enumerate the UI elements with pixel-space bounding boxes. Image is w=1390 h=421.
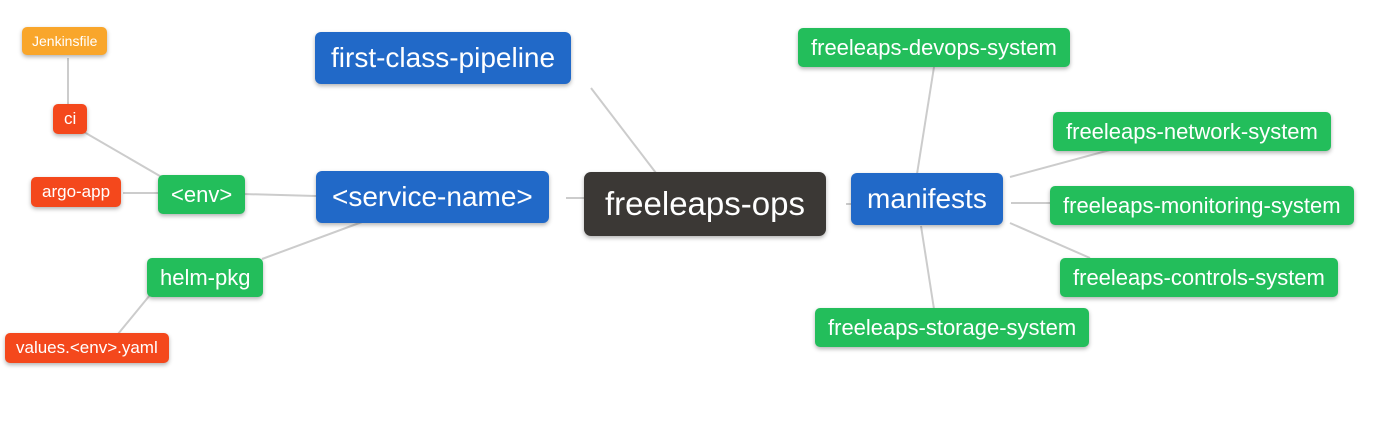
node-values-env-yaml[interactable]: values.<env>.yaml xyxy=(5,333,169,363)
edge-devops-manifests xyxy=(916,66,935,175)
edge-env-servicename xyxy=(242,193,317,197)
node-jenkinsfile[interactable]: Jenkinsfile xyxy=(22,27,108,56)
node-env[interactable]: <env> xyxy=(158,175,246,215)
edge-manifests-network xyxy=(1009,149,1111,178)
edge-manifests-storage xyxy=(920,225,935,310)
edge-pipeline-ops xyxy=(590,87,657,174)
node-ci[interactable]: ci xyxy=(53,104,88,134)
node-devops-system[interactable]: freeleaps-devops-system xyxy=(798,28,1070,68)
node-controls-system[interactable]: freeleaps-controls-system xyxy=(1060,258,1338,298)
node-argo-app[interactable]: argo-app xyxy=(31,177,122,207)
edge-helmpkg-values xyxy=(117,294,151,335)
node-storage-system[interactable]: freeleaps-storage-system xyxy=(815,308,1090,348)
edge-helmpkg-servicename xyxy=(261,221,363,260)
edge-ci-env xyxy=(83,131,166,180)
node-service-name[interactable]: <service-name> xyxy=(316,171,549,224)
node-freeleaps-ops-root[interactable]: freeleaps-ops xyxy=(584,172,826,236)
node-helm-pkg[interactable]: helm-pkg xyxy=(147,258,264,298)
edge-manifests-controls xyxy=(1009,222,1091,259)
node-monitoring-system[interactable]: freeleaps-monitoring-system xyxy=(1050,186,1354,226)
node-manifests[interactable]: manifests xyxy=(851,173,1003,226)
node-network-system[interactable]: freeleaps-network-system xyxy=(1053,112,1331,152)
node-first-class-pipeline[interactable]: first-class-pipeline xyxy=(315,32,572,85)
